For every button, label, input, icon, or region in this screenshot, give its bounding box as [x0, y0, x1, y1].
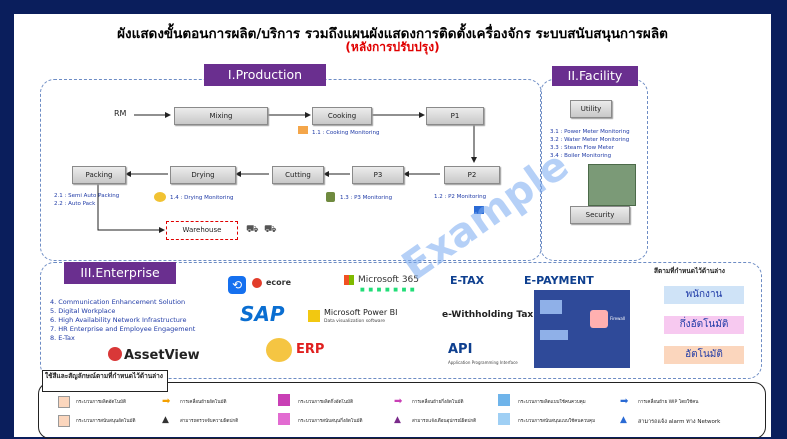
- legend-right-title: สีตามที่กำหนดไว้ด้านล่าง: [654, 267, 725, 275]
- packing-box: Packing: [72, 166, 126, 184]
- firewall-icon: [590, 310, 608, 328]
- microsoft-logo-icon: [344, 275, 354, 285]
- diagram-frame: ผังแสดงขั้นตอนการผลิต/บริการ รวมถึงแผนผั…: [14, 14, 771, 439]
- cutting-box: Cutting: [272, 166, 324, 184]
- ms365-logo: Microsoft 365: [358, 275, 419, 285]
- enterprise-item-5: 5. Digital Workplace: [50, 307, 116, 315]
- network-alarm-triangle-icon: ▲: [620, 415, 627, 425]
- p2-monitor-icon: [474, 206, 484, 214]
- legend-auto-process-swatch: [58, 396, 70, 408]
- p2-monitor-label: 1.2 : P2 Monitoring: [434, 194, 487, 200]
- packing-monitor-1: 2.1 : Semi Auto Packing: [54, 193, 120, 199]
- page-subtitle: (หลังการปรับปรุง): [345, 40, 440, 54]
- alert-triangle-icon: ▲: [394, 415, 401, 425]
- facility-banner: II.Facility: [552, 66, 638, 86]
- bottom-legend-header-box: [42, 370, 168, 392]
- ms365-apps-icons: ■ ■ ■ ■ ■ ■ ■: [360, 287, 416, 293]
- sap-logo: SAP: [240, 302, 285, 326]
- detect-triangle-icon: ▲: [162, 415, 169, 425]
- semi-move-arrow-icon: ➡: [394, 396, 403, 407]
- etax-logo: E-TAX: [450, 274, 485, 287]
- api-logo: API: [448, 342, 473, 357]
- security-box: Security: [570, 206, 630, 224]
- legend-row2-6: สามารถแจ้ง alarm ทาง Network: [638, 419, 721, 425]
- p2-box: P2: [444, 166, 500, 184]
- enterprise-section: [40, 262, 762, 379]
- ecore-logo-icon: [252, 278, 262, 288]
- legend-row1-3: กระบวนการผลิตกึ่งอัตโนมัติ: [298, 400, 354, 405]
- utility-box: Utility: [570, 100, 612, 118]
- page-title: ผังแสดงขั้นตอนการผลิต/บริการ รวมถึงแผนผั…: [117, 26, 668, 42]
- bottom-legend-header: ใช้สีและสัญลักษณ์ตามที่กำหนดไว้ด้านล่าง: [45, 372, 163, 380]
- auto-move-arrow-icon: ➡: [162, 396, 171, 407]
- facility-monitor-3: 3.3 : Steam Flow Meter: [550, 145, 614, 151]
- enterprise-item-7: 7. HR Enterprise and Employee Engagement: [50, 325, 196, 333]
- p1-box: P1: [426, 107, 484, 125]
- arrow-packing-warehouse: [97, 184, 165, 233]
- facility-monitor-4: 3.4 : Boiler Monitoring: [550, 153, 612, 159]
- cooking-monitor-icon: [298, 126, 308, 134]
- controller-device-icon: [588, 164, 636, 206]
- legend-row2-4: สามารถแจ้งเตือนอุปกรณ์ผิดปกติ: [412, 419, 477, 424]
- drying-monitor-label: 1.4 : Drying Monitoring: [170, 195, 234, 201]
- flow-arrows: [97, 112, 477, 233]
- p3-monitor-icon: [326, 192, 335, 202]
- facility-monitor-1: 3.1 : Power Meter Monitoring: [550, 129, 630, 135]
- p3-box: P3: [352, 166, 404, 184]
- legend-manual-process-swatch: [498, 394, 510, 406]
- production-banner: I.Production: [204, 64, 326, 86]
- truck-icon: ⛟: [246, 224, 259, 235]
- packing-monitor-2: 2.2 : Auto Pack: [54, 201, 96, 207]
- assetview-logo: AssetView: [124, 348, 200, 363]
- legend-row1-6: การเคลื่อนย้าย WIP โดยใช้คน: [638, 400, 699, 405]
- powerbi-sub: Data visualization software: [324, 319, 386, 324]
- powerbi-logo-icon: [308, 310, 320, 322]
- legend-employee: พนักงาน: [664, 286, 744, 304]
- enterprise-item-4: 4. Communication Enhancement Solution: [50, 298, 186, 306]
- legend-auto-support-swatch: [58, 415, 70, 427]
- legend-row1-5: กระบวนการผลิตแบบใช้คนควบคุม: [518, 400, 586, 405]
- rm-label: RM: [114, 109, 127, 118]
- legend-semi-support-swatch: [278, 413, 290, 425]
- powerbi-logo: Microsoft Power BI: [324, 308, 398, 317]
- legend-row1-1: กระบวนการผลิตอัตโนมัติ: [76, 400, 127, 405]
- firewall-label: Firewall: [610, 316, 626, 321]
- drying-box: Drying: [170, 166, 236, 184]
- link-logo-icon: ⟲: [228, 276, 246, 294]
- legend-row1-2: การเคลื่อนย้ายอัตโนมัติ: [180, 400, 227, 405]
- mixing-box: Mixing: [174, 107, 268, 125]
- cooking-monitor-label: 1.1 : Cooking Monitoring: [312, 130, 380, 136]
- epayment-logo: E-PAYMENT: [524, 274, 594, 287]
- wht-logo: e-Withholding Tax: [442, 310, 534, 320]
- legend-auto: อัตโนมัติ: [664, 346, 744, 364]
- facility-monitor-2: 3.2 : Water Meter Monitoring: [550, 137, 630, 143]
- cooking-box: Cooking: [312, 107, 372, 125]
- mascot-icon: [266, 338, 292, 362]
- legend-semi-auto: กึ่งอัตโนมัติ: [664, 316, 744, 334]
- enterprise-banner: III.Enterprise: [64, 262, 176, 284]
- legend-semi-process-swatch: [278, 394, 290, 406]
- assetview-logo-icon: [108, 347, 122, 361]
- switch-icon: [540, 330, 568, 340]
- p3-monitor-label: 1.3 : P3 Monitoring: [340, 195, 393, 201]
- legend-manual-support-swatch: [498, 413, 510, 425]
- legend-row1-4: การเคลื่อนย้ายกึ่งอัตโนมัติ: [412, 400, 464, 405]
- server-rack-icon: [540, 300, 562, 314]
- enterprise-item-8: 8. E-Tax: [50, 334, 75, 342]
- erp-logo: ERP: [296, 342, 325, 357]
- wip-move-arrow-icon: ➡: [620, 396, 629, 407]
- ecore-logo-text: ecore: [266, 278, 292, 287]
- legend-row2-2: สามารถตรวจจับความผิดปกติ: [180, 419, 239, 424]
- warehouse-box: Warehouse: [166, 221, 238, 240]
- legend-row2-5: กระบวนการสนับสนุนแบบใช้คนควบคุม: [518, 419, 596, 424]
- enterprise-item-6: 6. High Availability Network Infrastruct…: [50, 316, 187, 324]
- legend-row2-3: กระบวนการสนับสนุนกึ่งอัตโนมัติ: [298, 419, 363, 424]
- api-sub: Application Programming Interface: [448, 360, 518, 365]
- drying-monitor-icon: [154, 192, 166, 202]
- legend-row2-1: กระบวนการสนับสนุนอัตโนมัติ: [76, 419, 136, 424]
- truck-icon-2: ⛟: [264, 224, 277, 235]
